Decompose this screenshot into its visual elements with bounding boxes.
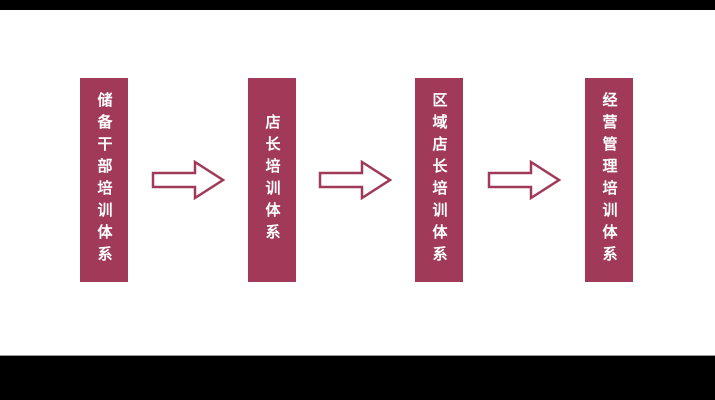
right-arrow-icon xyxy=(318,158,392,202)
stage-label: 区域店长培训体系 xyxy=(430,92,448,268)
right-arrow-icon xyxy=(487,158,561,202)
stage-box-business-management-training: 经营管理培训体系 xyxy=(585,78,633,282)
stage-label: 店长培训体系 xyxy=(263,114,281,246)
stage-label: 经营管理培训体系 xyxy=(600,92,618,268)
stage-box-reserve-cadre-training: 储备干部培训体系 xyxy=(80,78,128,282)
stage-box-store-manager-training: 店长培训体系 xyxy=(248,78,296,282)
stage-label: 储备干部培训体系 xyxy=(95,92,113,268)
slide-canvas: 储备干部培训体系 店长培训体系 区域店长培训体系 经营管理培训体系 xyxy=(0,10,715,356)
right-arrow-icon xyxy=(151,158,225,202)
stage-box-regional-manager-training: 区域店长培训体系 xyxy=(415,78,463,282)
